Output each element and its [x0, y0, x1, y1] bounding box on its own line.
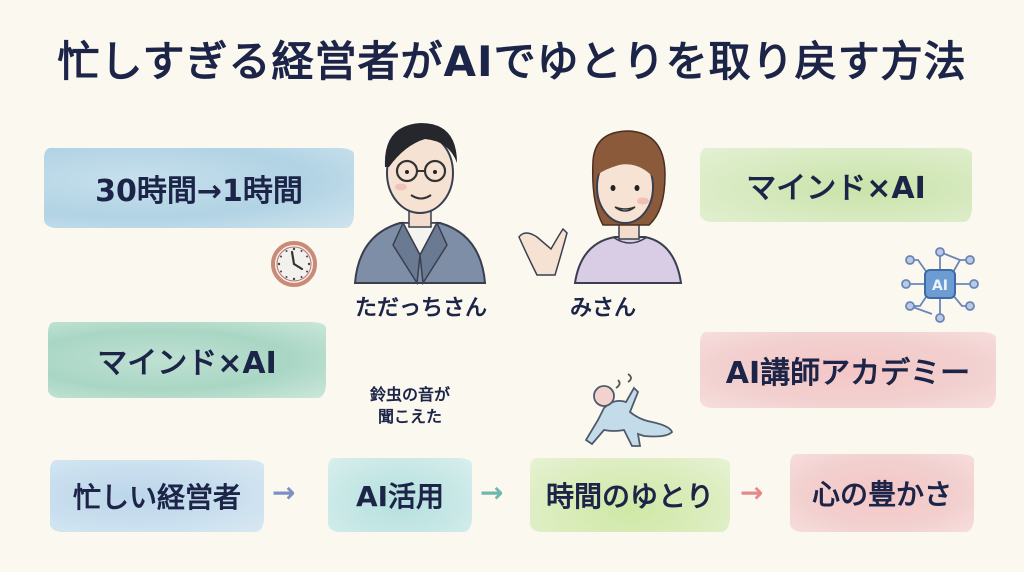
flow-step-text: 忙しい経営者	[72, 481, 241, 514]
relaxing-person-icon	[584, 373, 674, 447]
man-illustration	[353, 123, 487, 285]
flow-step-busy-executive: 忙しい経営者	[50, 460, 264, 532]
flow-step-rich-heart: 心の豊かさ	[790, 454, 974, 532]
flow-step-text: 時間のゆとり	[545, 480, 714, 513]
man-name: ただっちさん	[355, 296, 488, 321]
mind-ai-text-left: マインド×AI	[97, 346, 277, 381]
flow-arrow-3: →	[740, 476, 764, 509]
mind-ai-label-left: マインド×AI	[48, 322, 326, 398]
flow-step-text: AI活用	[355, 480, 445, 513]
flow-step-text: 心の豊かさ	[811, 478, 952, 511]
mind-ai-text-top: マインド×AI	[746, 171, 926, 206]
flow-step-ai-usage: AI活用	[328, 458, 472, 532]
ai-network-icon: AI	[901, 247, 979, 323]
clock-icon	[271, 241, 317, 287]
ai-badge-text: AI	[932, 278, 948, 294]
page-title: 忙しすぎる経営者がAIでゆとりを取り戻す方法	[57, 37, 967, 86]
time-reduction-label: 30時間→1時間	[44, 148, 354, 228]
woman-name: みさん	[570, 296, 637, 321]
flow-arrow-1: →	[272, 476, 296, 509]
cricket-caption: 鈴虫の音が 聞こえた	[350, 384, 470, 428]
flow-arrow-2: →	[480, 476, 504, 509]
academy-text: AI講師アカデミー	[725, 356, 971, 391]
woman-illustration	[518, 130, 683, 284]
caption-line-2: 聞こえた	[377, 407, 442, 426]
caption-line-1: 鈴虫の音が	[369, 385, 450, 404]
time-reduction-text: 30時間→1時間	[95, 174, 303, 209]
flow-step-time-margin: 時間のゆとり	[530, 458, 730, 532]
mind-ai-label-top: マインド×AI	[700, 148, 972, 222]
academy-label: AI講師アカデミー	[700, 332, 996, 408]
